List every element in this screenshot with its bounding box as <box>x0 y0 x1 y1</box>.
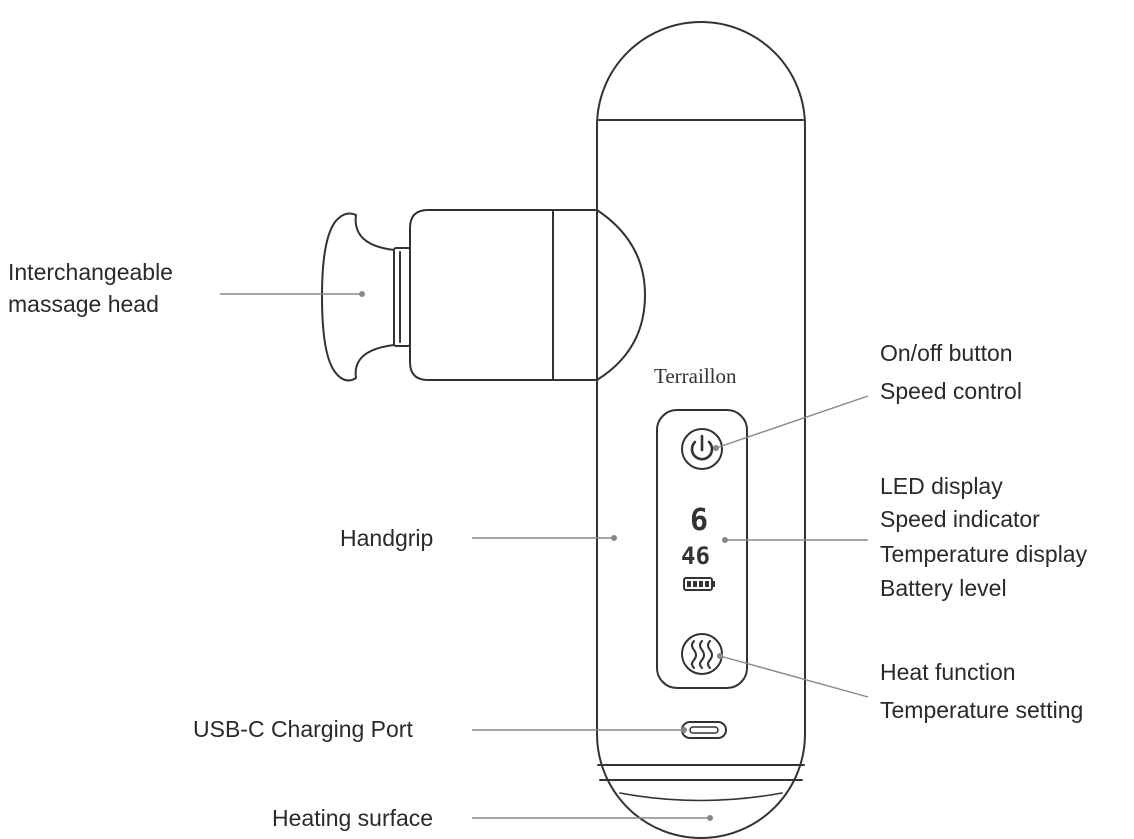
dot-heating <box>707 815 713 821</box>
label-onoff-line-2: Speed control <box>880 378 1022 404</box>
usb-c-port-icon <box>681 721 727 739</box>
label-led-line-2: Speed indicator <box>880 506 1040 532</box>
speed-digit: 6 <box>690 503 709 538</box>
arm-housing <box>409 209 646 381</box>
label-led-line-3: Temperature display <box>880 541 1088 567</box>
label-led-line-1: LED display <box>880 473 1003 499</box>
control-panel-outline <box>656 409 748 689</box>
brand-logo: Terraillon <box>654 364 737 388</box>
label-heat-line-1: Heat function <box>880 659 1016 685</box>
label-heating: Heating surface <box>272 805 434 831</box>
usb-c-port-inner <box>689 726 719 734</box>
dot-heat <box>717 653 723 659</box>
label-heat-line-2: Temperature setting <box>880 697 1084 723</box>
label-head-line-1: Interchangeable <box>8 259 173 285</box>
temperature-digits: 46 <box>681 542 710 570</box>
label-usb: USB-C Charging Port <box>193 716 413 742</box>
battery-icon <box>683 577 715 591</box>
dot-led <box>722 537 728 543</box>
label-onoff-line-1: On/off button <box>880 340 1013 366</box>
label-handgrip: Handgrip <box>340 525 434 551</box>
power-icon <box>690 434 714 461</box>
leader-onoff <box>715 395 869 449</box>
label-led-line-4: Battery level <box>880 575 1007 601</box>
device-body-outline <box>596 21 806 839</box>
power-button-ring <box>681 428 723 470</box>
label-head-line-2: massage head <box>8 291 159 317</box>
dot-handgrip <box>611 535 617 541</box>
heating-surface-rim <box>619 792 783 802</box>
head-collar <box>393 247 411 347</box>
massage-head-outline <box>321 212 395 382</box>
dot-usb <box>681 727 687 733</box>
dot-onoff <box>713 445 719 451</box>
leader-heat <box>719 655 869 698</box>
dot-head <box>359 291 365 297</box>
heat-waves-icon <box>691 640 713 669</box>
